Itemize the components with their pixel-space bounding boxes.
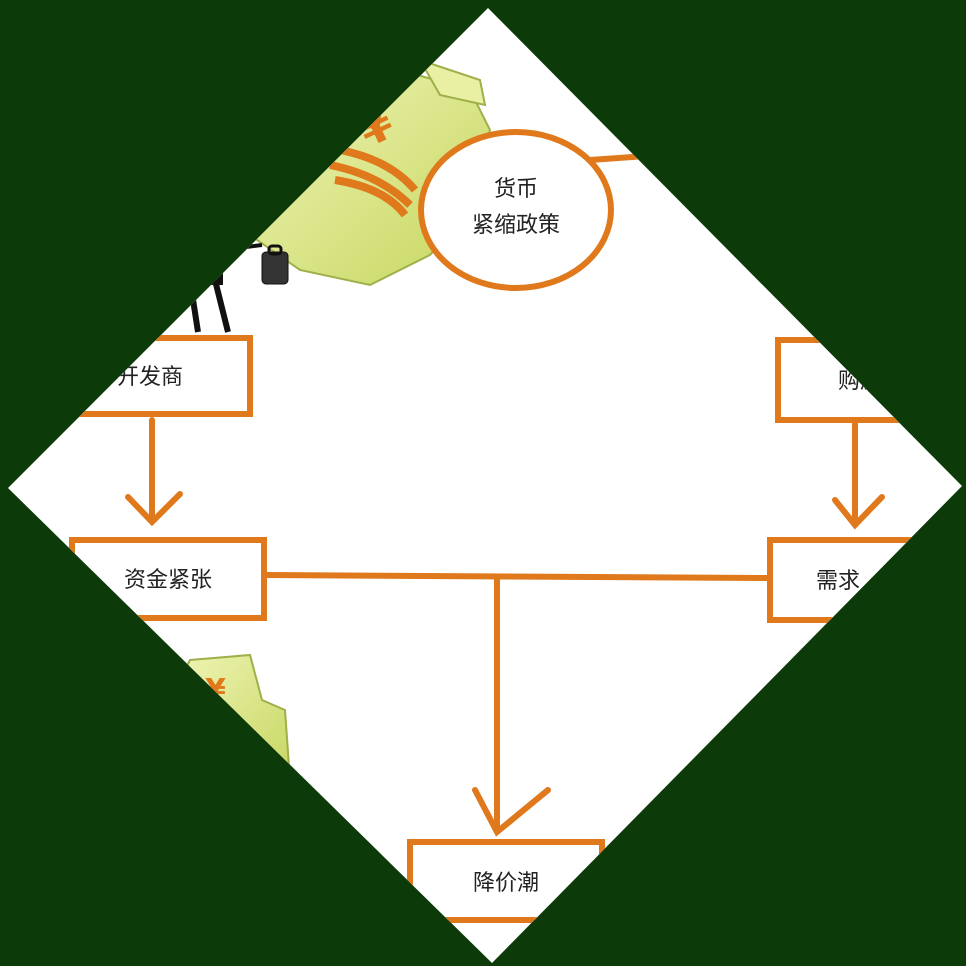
node-developer-label: 开发商 xyxy=(117,365,183,390)
node-funding: 资金紧张 xyxy=(69,537,267,621)
node-developer: 开发商 xyxy=(57,335,253,417)
node-monetary-policy-line1: 货币 xyxy=(494,177,538,202)
node-monetary-policy-line2: 紧缩政策 xyxy=(472,213,560,238)
node-price-cut: 降价潮 xyxy=(407,839,605,923)
small-bag-symbol: ¥ xyxy=(205,673,226,708)
rope-connectors xyxy=(125,152,885,837)
node-demand: 需求 xyxy=(767,537,962,623)
node-monetary-policy: 货币 紧缩政策 xyxy=(418,129,614,291)
node-buyer: 购房 xyxy=(775,337,951,423)
diamond-canvas xyxy=(8,8,962,963)
node-demand-label: 需求 xyxy=(816,569,860,594)
node-price-cut-label: 降价潮 xyxy=(473,871,539,896)
node-buyer-label: 购房 xyxy=(838,369,882,394)
node-funding-label: 资金紧张 xyxy=(124,568,212,593)
